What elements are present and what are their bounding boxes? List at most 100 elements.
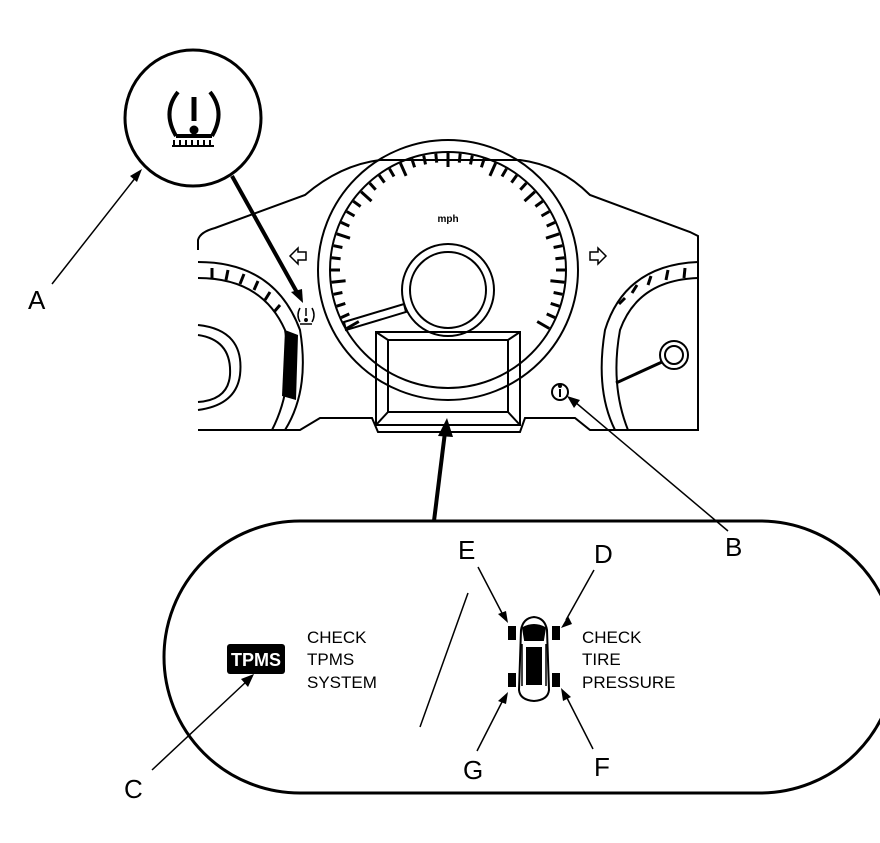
- callout-d: D: [594, 539, 613, 569]
- speedometer-tick: [488, 162, 497, 177]
- speed-unit-label: mph: [437, 214, 458, 225]
- speedometer-tick: [410, 158, 417, 168]
- speedometer-tick: [422, 155, 427, 165]
- speedometer-tick: [519, 182, 528, 191]
- leader-lines: [51, 169, 729, 771]
- speedometer-hub-inner: [409, 251, 487, 329]
- vehicle-top-view-icon: [508, 615, 560, 703]
- speedometer-tick: [550, 301, 560, 308]
- speedometer-tick: [331, 279, 346, 284]
- leader-c: [151, 680, 248, 771]
- speedometer-tick: [368, 182, 377, 191]
- speedometer-tick: [545, 232, 560, 240]
- speedometer-tick: [469, 155, 474, 165]
- tire-rear-right: [552, 673, 560, 687]
- info-icon: [551, 383, 569, 401]
- speedometer-tick: [388, 167, 396, 178]
- speedometer-tick: [345, 320, 360, 330]
- leader-g: [476, 699, 504, 752]
- display-panel-outline: [162, 519, 880, 795]
- speedometer-tick: [555, 256, 565, 261]
- speedometer-tick: [457, 153, 462, 163]
- right-gauge-ticks: [617, 267, 687, 306]
- magnifier-circle: [123, 48, 263, 188]
- tire-front-right: [552, 626, 560, 640]
- tpms-indicator-small: [297, 307, 315, 325]
- tpms-badge: TPMS: [227, 644, 285, 674]
- right-gauge-hub: [659, 340, 689, 370]
- leader-e: [477, 566, 504, 616]
- speedometer-tick: [331, 256, 341, 261]
- tire-message-line-2: TIRE: [582, 650, 621, 669]
- callout-e: E: [458, 535, 475, 565]
- speedometer-tick: [546, 221, 556, 228]
- speedometer-tick: [333, 244, 343, 249]
- callout-f: F: [594, 752, 610, 782]
- turn-signal-right-icon: [589, 246, 608, 266]
- tire-rear-left: [508, 673, 516, 687]
- speedometer-tick: [534, 199, 544, 208]
- speedometer-tick: [333, 291, 343, 296]
- speedometer-tick: [340, 312, 350, 319]
- leader-b: [574, 401, 729, 532]
- speedometer-ticks: [331, 153, 565, 330]
- speedometer-inner-ring: [329, 151, 567, 389]
- callout-g: G: [463, 755, 483, 785]
- tire-front-left: [508, 626, 516, 640]
- check-tire-pressure-message: CHECK TIRE PRESSURE: [582, 628, 676, 692]
- callout-a: A: [28, 285, 46, 315]
- left-gauge-redzone: [282, 330, 298, 400]
- speedometer-tick: [434, 153, 439, 163]
- callout-b: B: [725, 532, 742, 562]
- left-gauge: [197, 261, 304, 431]
- speedometer-tick: [345, 210, 356, 218]
- speedometer-tick: [523, 190, 536, 203]
- speedometer-tick: [340, 221, 350, 228]
- tire-message-line-3: PRESSURE: [582, 673, 676, 692]
- speedometer-tick: [352, 199, 362, 208]
- speedometer-hub-outer: [401, 243, 495, 337]
- speedometer-tick: [540, 210, 551, 218]
- speedometer: mph: [317, 139, 579, 401]
- leader-panel-to-display: [432, 431, 447, 522]
- system-message-line-2: TPMS: [307, 650, 354, 669]
- left-gauge-ticks: [210, 268, 282, 313]
- instrument-cluster: mph: [197, 139, 699, 433]
- check-tpms-system-message: CHECK TPMS SYSTEM: [307, 628, 377, 692]
- leader-a: [51, 176, 137, 285]
- speedometer-outer-ring: [317, 139, 579, 401]
- speedometer-tick: [336, 301, 346, 308]
- speedometer-tick: [500, 167, 508, 178]
- leader-d: [565, 569, 595, 621]
- speedometer-tick: [377, 174, 386, 184]
- speedometer-tick: [553, 291, 563, 296]
- leader-magnifier-to-indicator: [230, 175, 301, 297]
- speedometer-tick: [546, 312, 556, 319]
- system-message-line-1: CHECK: [307, 628, 367, 647]
- speedometer-tick: [360, 190, 373, 203]
- callout-labels: A B C D E F G: [28, 285, 742, 804]
- speedometer-tick: [399, 162, 408, 177]
- leader-f: [565, 695, 594, 750]
- vehicle-windshield: [521, 624, 547, 641]
- turn-signal-left-icon: [288, 246, 307, 266]
- display-divider: [419, 592, 469, 728]
- speedometer-tick: [553, 244, 563, 249]
- speedometer-tick: [536, 320, 551, 330]
- speedometer-needle: [342, 302, 408, 332]
- tpms-warning-icon: [167, 90, 221, 147]
- cluster-info-display: [375, 331, 521, 426]
- right-gauge: [600, 261, 699, 431]
- vehicle-roof: [526, 647, 542, 685]
- speedometer-tick: [550, 279, 565, 284]
- tire-message-line-1: CHECK: [582, 628, 642, 647]
- tpms-warning-magnifier: [123, 48, 263, 188]
- system-message-line-3: SYSTEM: [307, 673, 377, 692]
- display-enlarged-panel: TPMS CHECK TPMS SYSTEM CHECK TIRE PRESSU…: [162, 519, 880, 795]
- speedometer-tick: [479, 158, 486, 168]
- callout-c: C: [124, 774, 143, 804]
- speedometer-tick: [336, 232, 351, 240]
- tpms-badge-label: TPMS: [231, 650, 281, 670]
